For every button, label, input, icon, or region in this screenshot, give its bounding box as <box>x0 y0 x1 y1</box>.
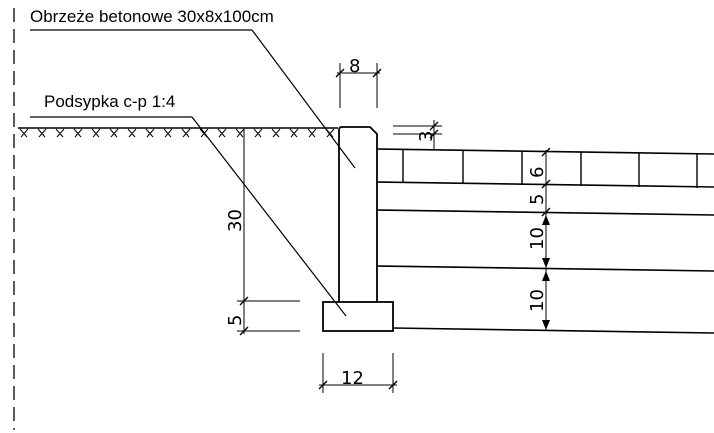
arrow-layer-3-bottom <box>542 258 550 268</box>
ground-surface <box>18 127 338 138</box>
curb-profile <box>338 126 378 302</box>
dim-base-height-label: 5 <box>225 315 246 326</box>
dim-curb-chamfer <box>393 120 442 150</box>
dim-base-height <box>237 326 300 336</box>
curb-label: Obrzeże betonowe 30x8x100cm <box>30 7 274 26</box>
dim-curb-width-label: 8 <box>349 56 360 77</box>
dim-curb-width <box>335 63 382 108</box>
bedding-leader-line <box>191 116 347 317</box>
dim-layers <box>541 147 551 330</box>
foundation-base <box>322 301 394 332</box>
dim-base-width-label: 12 <box>341 368 364 389</box>
arrow-layer-4-bottom <box>542 320 550 330</box>
dim-layer-4-label: 10 <box>527 289 548 312</box>
dim-layer-top-label: 6 <box>527 167 548 178</box>
dim-curb-height-label: 30 <box>225 209 246 232</box>
paving-block-joints <box>402 150 698 188</box>
arrow-layer-3-top <box>542 215 550 225</box>
dim-curb-height <box>237 128 300 334</box>
bedding-label: Podsypka c-p 1:4 <box>44 92 175 111</box>
curb-leader-line <box>251 29 356 169</box>
dim-layer-3-label: 10 <box>527 227 548 250</box>
dim-base-width <box>318 353 398 393</box>
dim-layer-2-label: 5 <box>527 194 548 205</box>
dim-curb-chamfer-label: 3 <box>416 131 437 142</box>
arrow-layer-4-top <box>542 271 550 281</box>
